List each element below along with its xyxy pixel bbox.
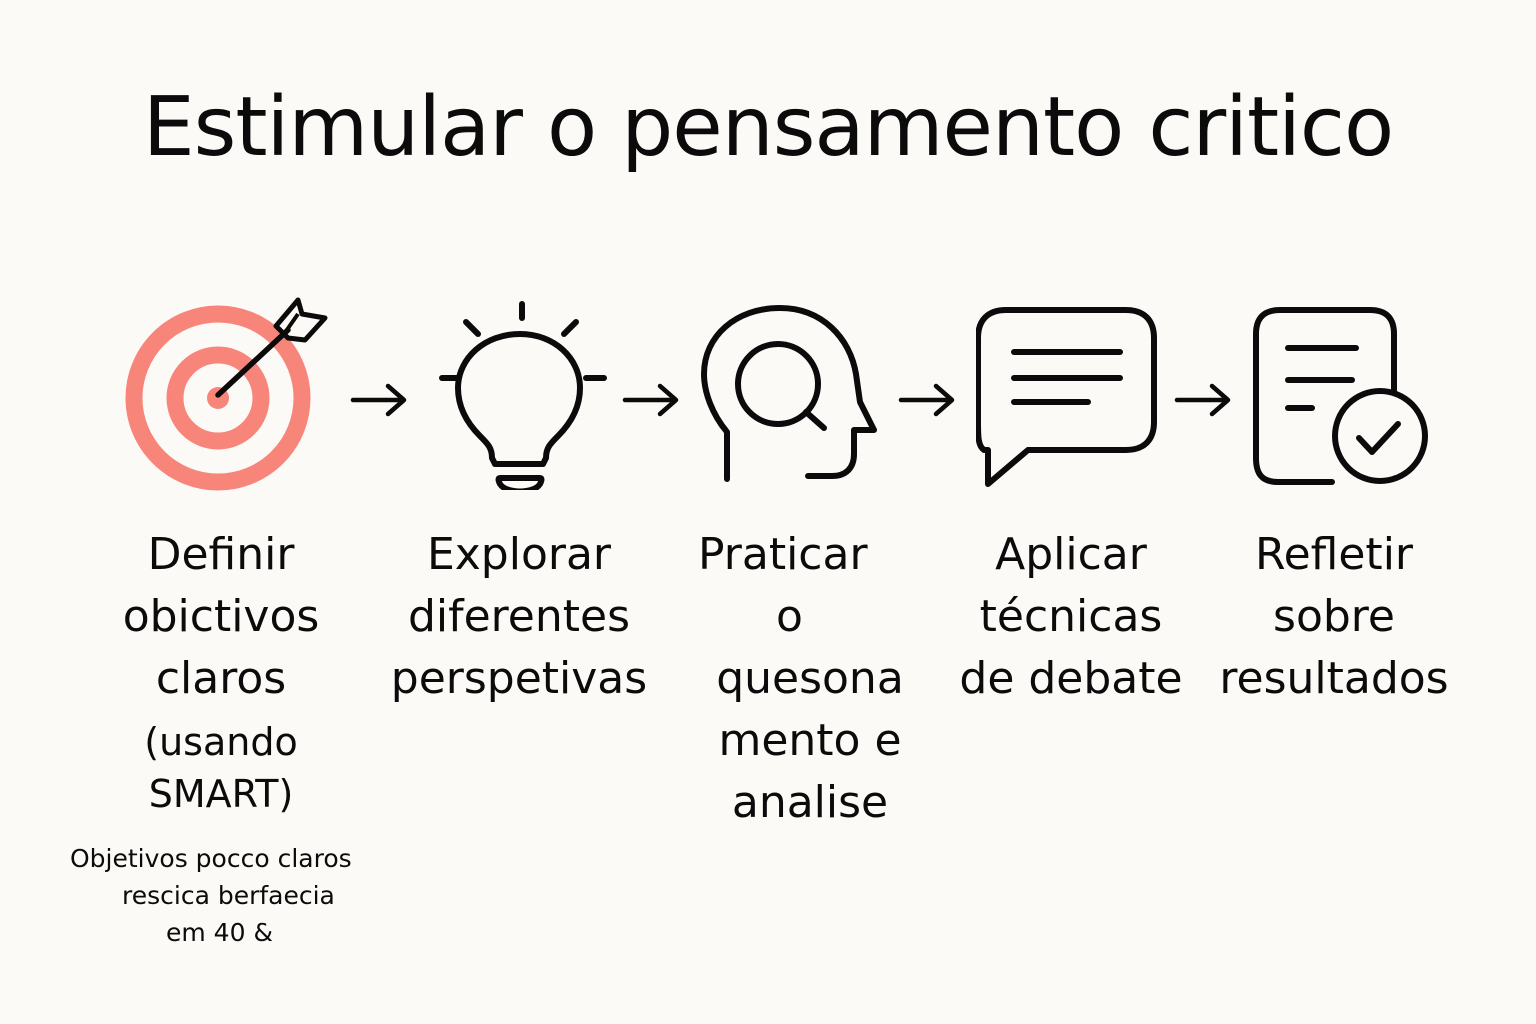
arrow-right-icon <box>622 380 682 420</box>
footnote-line: Objetivos pocco claros <box>70 844 352 873</box>
step-label-line: resultados <box>1219 653 1449 704</box>
head-magnifier-icon <box>700 302 880 482</box>
speech-bubble-icon <box>976 306 1160 488</box>
step-label-line: mento e <box>718 715 902 766</box>
step-label-line: Aplicar <box>995 529 1147 580</box>
step-label-explore-perspectives: Explorar diferentes perspetivas <box>370 524 668 710</box>
step-label-line: claros <box>155 653 287 704</box>
step-label-apply-debate: Aplicar técnicas de debate <box>946 524 1196 710</box>
step-sublabel-line: (usando <box>144 720 298 764</box>
step-label-line: Praticar <box>698 529 868 580</box>
arrow-right-icon <box>1174 380 1234 420</box>
lightbulb-icon <box>430 298 610 490</box>
step-label-line: técnicas <box>979 591 1163 642</box>
step-label-line: o <box>776 591 803 642</box>
arrow-right-icon <box>350 380 410 420</box>
document-check-icon <box>1252 306 1432 488</box>
footnote-line: em 40 & <box>166 918 273 947</box>
step-sublabel-line: SMART) <box>148 772 294 816</box>
step-label-reflect-results: Refletir sobre resultados <box>1200 524 1468 710</box>
step-label-line: Explorar <box>426 529 612 580</box>
target-arrow-icon <box>122 292 332 497</box>
footnote-line: rescica berfaecia <box>122 881 335 910</box>
step-label-line: de debate <box>959 653 1183 704</box>
step-label-line: quesona <box>716 653 904 704</box>
step-label-line: Definir <box>147 529 295 580</box>
step-label-line: perspetivas <box>390 653 648 704</box>
arrow-right-icon <box>898 380 958 420</box>
step-label-line: sobre <box>1273 591 1395 642</box>
page-title: Estimular o pensamento critico <box>142 80 1394 175</box>
step-label-line: Refletir <box>1254 529 1414 580</box>
step-label-line: analise <box>731 777 889 828</box>
step-label-practice-questioning: Praticar o quesona mento e analise <box>680 524 940 834</box>
step-label-line: obictivos <box>122 591 320 642</box>
step-label-line: diferentes <box>407 591 631 642</box>
step-label-define-goals: Definir obictivos claros (usando SMART) <box>80 524 362 820</box>
footnote: Objetivos pocco claros rescica berfaecia… <box>70 840 352 951</box>
